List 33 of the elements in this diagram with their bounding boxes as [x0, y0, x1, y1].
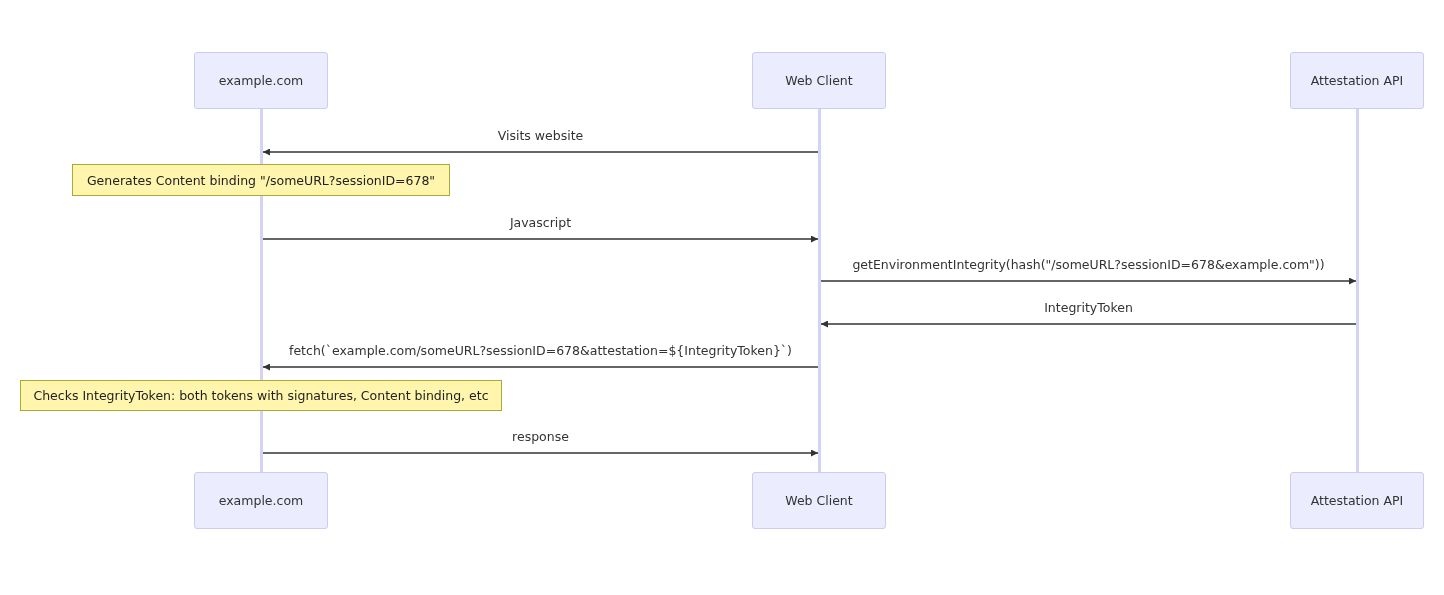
box-text: Web Client	[785, 73, 853, 88]
lifeline	[260, 196, 263, 380]
message-label: fetch(`example.com/someURL?sessionID=678&attestation=${IntegrityToken}`)	[289, 343, 792, 358]
message-arrow	[820, 320, 1357, 328]
box-text: Checks IntegrityToken: both tokens with signatures, Content binding, etc	[33, 388, 489, 403]
box-text: Attestation API	[1310, 493, 1404, 508]
message-arrow	[262, 363, 819, 371]
note-box	[20, 380, 502, 411]
box-text: Attestation API	[1310, 73, 1404, 88]
participant-box	[752, 472, 886, 529]
message-arrow	[262, 148, 819, 156]
participant-box	[194, 52, 328, 109]
lifeline	[260, 109, 263, 164]
box-text: Web Client	[785, 493, 853, 508]
message-arrow	[262, 235, 819, 243]
message-label: response	[512, 429, 569, 444]
box-text: example.com	[218, 73, 304, 88]
participant-box	[194, 472, 328, 529]
message-label: Javascript	[509, 215, 572, 230]
lifeline	[818, 109, 821, 472]
message-label: getEnvironmentIntegrity(hash("/someURL?sessionID=678&example.com"))	[852, 257, 1325, 272]
message-arrow	[262, 449, 819, 457]
note-box	[72, 164, 450, 196]
box-text: Generates Content binding "/someURL?sessionID=678"	[86, 172, 436, 188]
box-text: example.com	[218, 493, 304, 508]
lifeline	[1356, 109, 1359, 472]
lifeline	[260, 411, 263, 472]
participant-box	[1290, 472, 1424, 529]
participant-box	[752, 52, 886, 109]
participant-box	[1290, 52, 1424, 109]
message-label: IntegrityToken	[1044, 300, 1133, 315]
message-arrow	[820, 277, 1357, 285]
message-label: Visits website	[497, 128, 584, 143]
